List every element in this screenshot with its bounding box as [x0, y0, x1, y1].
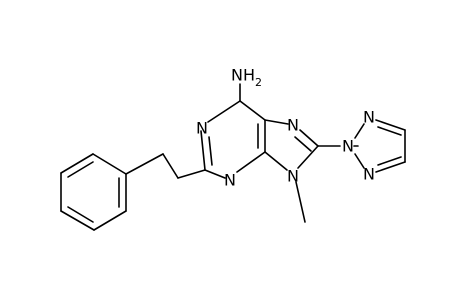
bond-n9-methyl: [295, 181, 306, 223]
atom-n7: N: [287, 116, 299, 135]
bond-c8-n9: [297, 145, 319, 169]
atom-triazole-n3: N: [363, 165, 375, 184]
atom-labels: NH 2 N N N N N N N: [196, 66, 375, 190]
atom-n1: N: [196, 119, 208, 138]
bond-c4-n3: [236, 151, 266, 173]
bond-n7-c8: [299, 129, 319, 147]
bond-n7-c8-double: [294, 136, 312, 152]
atom-n9: N: [287, 167, 299, 186]
bond-c5-n7: [264, 119, 289, 125]
bond-ph-1: [60, 153, 94, 174]
bond-linker-3: [177, 169, 206, 179]
bond-c2-n1-double: [208, 136, 213, 166]
bond-ph-2: [92, 153, 127, 175]
atom-triazole-n2: N: [342, 137, 354, 156]
bond-c-tzn3-double: [377, 156, 402, 166]
atom-nh2: NH 2: [231, 66, 262, 90]
atom-nh2-subscript: 2: [255, 76, 262, 89]
bond-linker-1: [125, 153, 164, 175]
bond-ph-5: [60, 210, 95, 231]
bond-ph-inner-1: [67, 161, 94, 178]
atom-nh2-symbol: NH: [231, 66, 255, 85]
bond-n1-c6: [207, 100, 241, 123]
bond-c6-c5: [239, 100, 266, 121]
bond-c-tzn3: [375, 161, 406, 173]
bonds: [60, 83, 406, 231]
bond-ph-4: [93, 210, 127, 231]
atom-triazole-n1: N: [363, 108, 375, 127]
atom-n3: N: [224, 171, 236, 190]
bond-ph-inner-3: [67, 206, 94, 223]
bond-tzn1-c: [375, 119, 406, 131]
bond-tzn2-tzn1: [354, 123, 365, 139]
bond-linker-2: [162, 153, 179, 179]
bond-c2-n1: [200, 130, 206, 171]
bond-n9-c4: [264, 151, 288, 171]
bond-tzn1-c-double: [377, 126, 402, 136]
bond-n3-c2: [204, 169, 226, 179]
bond-tzn3-tzn2: [354, 153, 365, 169]
